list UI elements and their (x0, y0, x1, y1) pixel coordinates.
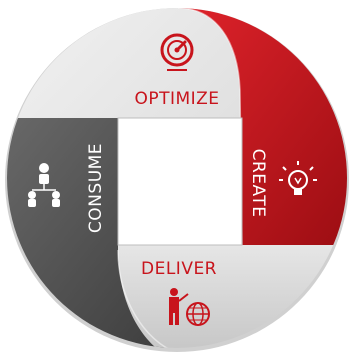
optimize-label: OPTIMIZE (134, 89, 219, 109)
separator-top-right (177, 8, 243, 246)
consume-label: CONSUME (86, 143, 106, 233)
speedometer-icon (160, 33, 194, 71)
center-square-border (117, 117, 243, 246)
user-group-icon (28, 163, 60, 207)
deliver-label: DELIVER (141, 259, 217, 279)
lightbulb-icon (279, 161, 317, 195)
center-square (118, 118, 242, 245)
separator-bottom-left (117, 249, 176, 348)
presenter-globe-icon (169, 288, 210, 326)
create-label: CREATE (248, 149, 268, 218)
